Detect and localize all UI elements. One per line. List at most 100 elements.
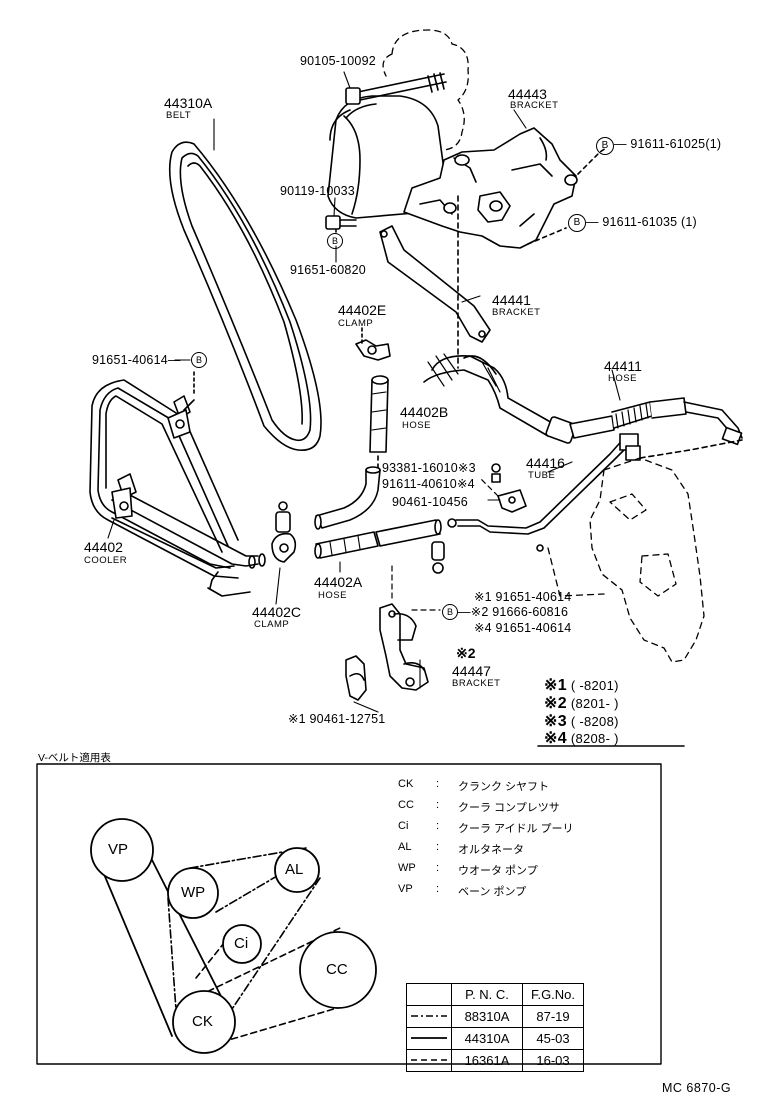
label-91651-60820: 91651-60820 <box>290 263 366 277</box>
table-header-blank <box>406 983 452 1006</box>
table-cell-pnc: 16361A <box>451 1049 523 1072</box>
label-91611-61035: — 91611-61035 (1) <box>586 215 697 229</box>
label-44443: 44443 <box>508 86 547 102</box>
table-cell-pnc: 44310A <box>451 1027 523 1050</box>
table-cell-pnc: 88310A <box>451 1005 523 1028</box>
label-91666-60816: —※2 91666-60816 <box>458 605 569 619</box>
hose-44402B <box>369 375 389 473</box>
table-header-fg: F.G.No. <box>522 983 584 1006</box>
table-cell-fg: 45-03 <box>522 1027 584 1050</box>
pulley-vp <box>90 818 154 882</box>
guide-lines <box>391 477 499 611</box>
label-44402A: 44402A <box>314 574 363 590</box>
pulley-ci <box>222 924 262 964</box>
label-44402: 44402 <box>84 539 123 555</box>
line-style-solid <box>406 1027 452 1050</box>
b-mark-1: B <box>596 137 614 155</box>
clamp-44402C <box>271 501 297 563</box>
line-style-dash-dot <box>406 1005 452 1028</box>
table-cell-fg: 16-03 <box>522 1049 584 1072</box>
pulley-wp <box>167 867 219 919</box>
tube-44416 <box>447 433 743 552</box>
applicability-row: ※1 ( -8201) <box>544 677 619 694</box>
label-93381: 93381-16010※3 <box>382 461 476 475</box>
bracket-44441 <box>379 225 491 343</box>
label-44447-name: BRACKET <box>452 678 501 689</box>
belt-44310A <box>168 141 322 452</box>
label-90119: 90119-10033 <box>280 184 355 198</box>
label-91611-61025: — 91611-61025(1) <box>614 137 722 151</box>
bracket-44443 <box>403 127 578 249</box>
label-90461-10456: 90461-10456 <box>392 495 468 509</box>
b-mark-4: B <box>191 352 207 368</box>
label-44402E-name: CLAMP <box>338 318 374 329</box>
bolt-90119 <box>325 215 357 230</box>
label-91651-40614-a: 91651-40614— <box>92 353 181 367</box>
label-91651-40614-c: ※4 91651-40614 <box>474 621 572 635</box>
label-90461-12751: ※1 90461-12751 <box>288 712 386 726</box>
label-44447: 44447 <box>452 663 491 679</box>
pulley-wp-label: WP <box>181 884 206 901</box>
figure-code: MC 6870-G <box>662 1081 732 1095</box>
label-44402-name: COOLER <box>84 555 128 566</box>
label-44402B-name: HOSE <box>402 420 431 431</box>
leader-lines <box>107 71 621 713</box>
clamp-small <box>431 541 445 574</box>
label-90105: 90105-10092 <box>300 54 376 68</box>
arrow-91611-61035 <box>527 227 567 245</box>
label-44447-mark: ※2 <box>456 645 476 661</box>
label-44402C-name: CLAMP <box>254 619 290 630</box>
clip-90461-12751 <box>345 655 367 701</box>
pulley-ck-label: CK <box>192 1013 213 1030</box>
return-hose-upper <box>314 466 381 530</box>
pulley-cc <box>299 931 377 1009</box>
label-91611-40610: 91611-40610※4 <box>382 477 475 491</box>
table-header-row: P. N. C. F.G.No. <box>406 983 584 1006</box>
pulley-vp-label: VP <box>108 841 129 858</box>
label-44416: 44416 <box>526 455 565 471</box>
table-row: 44310A 45-03 <box>406 1027 584 1050</box>
bracket-44447 <box>379 603 429 691</box>
steering-gear-box <box>547 457 705 663</box>
b-mark-3: B <box>327 233 343 249</box>
belt-chart-frame <box>36 763 662 1065</box>
label-44411: 44411 <box>604 358 642 374</box>
belt-chart-title: V-ベルト適用表 <box>38 752 111 764</box>
belt-fg-table: P. N. C. F.G.No. 88310A 87-19 44310A 45-… <box>406 983 584 1072</box>
line-style-dashed <box>406 1049 452 1072</box>
label-44416-name: TUBE <box>528 470 556 481</box>
pump-reservoir-outline <box>382 29 469 151</box>
b-mark-2: B <box>568 214 586 232</box>
table-row: 88310A 87-19 <box>406 1005 584 1028</box>
label-44441-name: BRACKET <box>492 307 541 318</box>
pulley-cc-label: CC <box>326 961 348 978</box>
table-cell-fg: 87-19 <box>522 1005 584 1028</box>
label-44411-name: HOSE <box>608 373 637 384</box>
pressure-hose <box>423 353 743 446</box>
b-mark-5: B <box>442 604 458 620</box>
label-91651-40614-b: ※1 91651-40614 <box>474 590 572 604</box>
label-44402A-name: HOSE <box>318 590 347 601</box>
label-44402B: 44402B <box>400 404 449 420</box>
applicability-row: ※3 ( -8208) <box>544 713 619 730</box>
pulley-ck <box>172 990 236 1054</box>
pulley-al <box>274 847 320 893</box>
applicability-row: ※2 (8201- ) <box>544 695 619 712</box>
label-44402C: 44402C <box>252 604 302 620</box>
bolts-93381 <box>491 463 501 483</box>
table-row: 16361A 16-03 <box>406 1049 584 1072</box>
applicability-row: ※4 (8208- ) <box>544 730 619 747</box>
label-44310A: 44310A <box>164 95 213 111</box>
table-header-pnc: P. N. C. <box>451 983 523 1006</box>
clamp-44402E <box>355 327 391 361</box>
label-44310A-name: BELT <box>166 110 192 121</box>
label-44402E: 44402E <box>338 302 387 318</box>
pulley-ci-label: Ci <box>234 935 249 952</box>
label-44441: 44441 <box>492 292 531 308</box>
bolt-90105 <box>345 72 447 105</box>
label-44443-name: BRACKET <box>510 100 559 111</box>
hose-44402A <box>314 519 442 559</box>
cooler-44402 <box>89 371 266 597</box>
